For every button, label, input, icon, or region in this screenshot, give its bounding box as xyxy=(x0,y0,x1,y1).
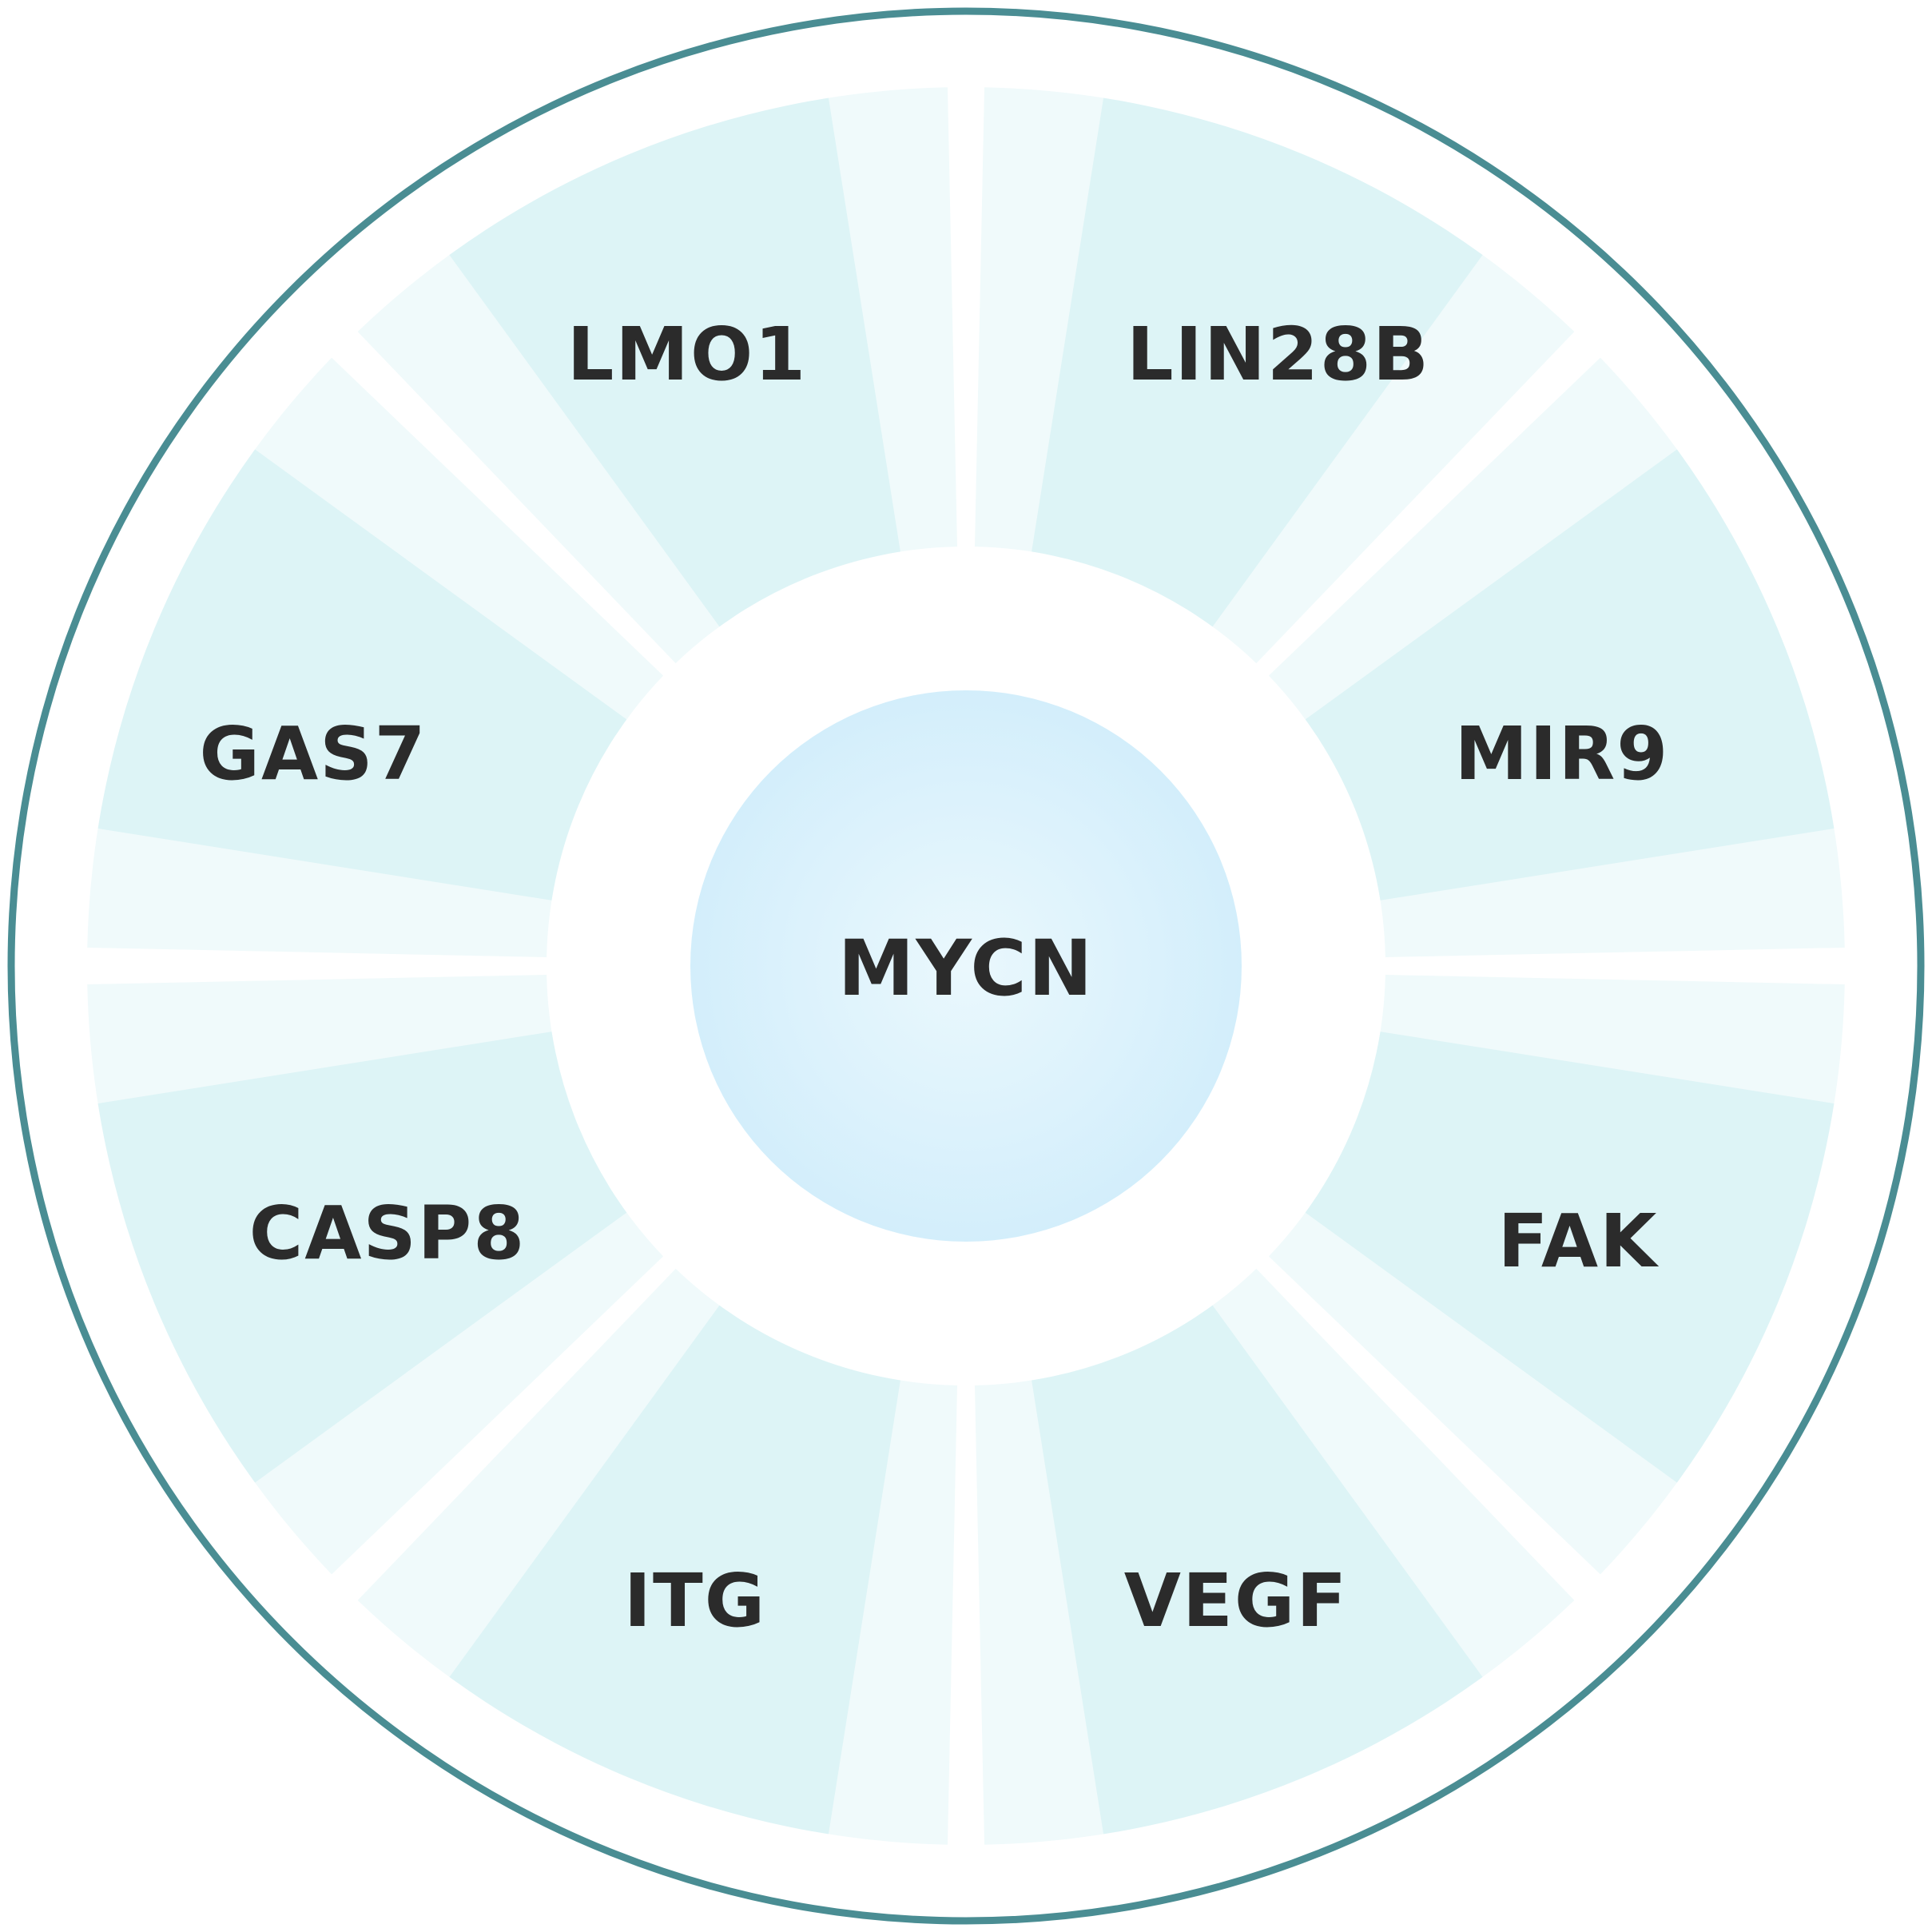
segment-lmo1 xyxy=(357,87,958,664)
segment-fade xyxy=(78,827,560,1105)
segments-group xyxy=(87,87,1845,1845)
segment-fade xyxy=(248,1207,725,1684)
center-label-mycn: MYCN xyxy=(838,924,1094,1013)
segment-label-gas7: GAS7 xyxy=(200,711,427,797)
segment-fades xyxy=(78,78,1853,1853)
segment-label-fak: FAK xyxy=(1498,1199,1660,1284)
segment-label-itg: ITG xyxy=(624,1558,767,1644)
segment-gas7 xyxy=(87,357,664,958)
segment-lin28b xyxy=(974,87,1575,664)
segment-fade xyxy=(248,248,725,725)
segment-labels: LMO1 LIN28B MIR9 FAK VEGF ITG CASP8 GAS7 xyxy=(200,312,1670,1644)
segment-fade xyxy=(1207,1207,1684,1684)
segment-casp8 xyxy=(87,974,664,1575)
segment-itg xyxy=(357,1268,958,1845)
segment-label-lmo1: LMO1 xyxy=(567,312,807,397)
segment-label-lin28b: LIN28B xyxy=(1127,312,1430,397)
segment-mir9 xyxy=(1268,357,1845,958)
segment-fak xyxy=(1268,974,1845,1575)
segment-label-casp8: CASP8 xyxy=(249,1191,526,1276)
segment-fade xyxy=(1372,827,1853,1105)
segment-fade xyxy=(1207,248,1684,725)
segment-label-vegf: VEGF xyxy=(1124,1558,1348,1644)
segment-label-mir9: MIR9 xyxy=(1455,711,1670,797)
center-node xyxy=(690,690,1242,1242)
segment-fade xyxy=(827,1372,1105,1853)
segment-fade xyxy=(827,78,1105,560)
segment-vegf xyxy=(974,1268,1575,1845)
